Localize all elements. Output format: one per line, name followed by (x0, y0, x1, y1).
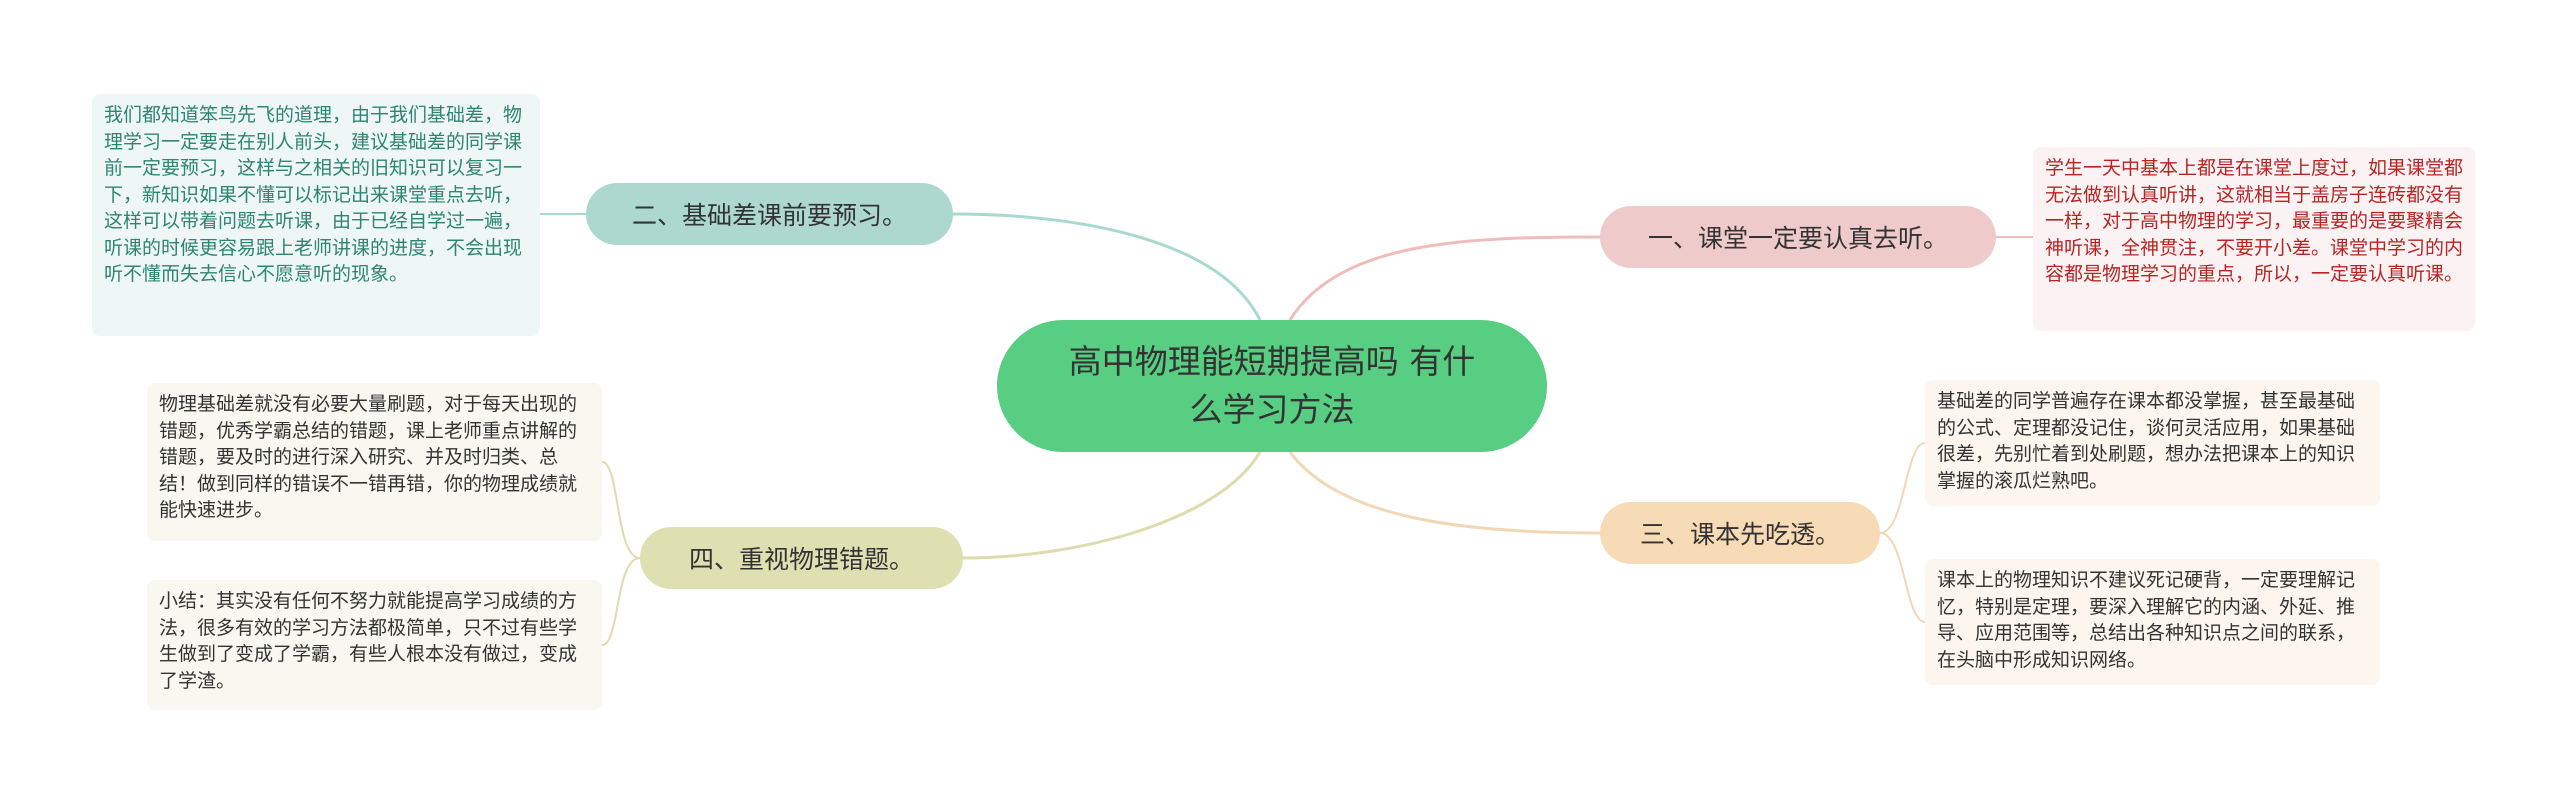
branch-listen-in-class[interactable]: 一、课堂一定要认真去听。 (1600, 206, 1996, 268)
leaf-textbook-note-1[interactable]: 基础差的同学普遍存在课本都没掌握，甚至最基础的公式、定理都没记住，谈何灵活应用，… (1925, 380, 2380, 506)
leaf-mistakes-note-2[interactable]: 小结：其实没有任何不努力就能提高学习成绩的方法，很多有效的学习方法都极简单，只不… (147, 580, 602, 710)
leaf-listen-in-class-note[interactable]: 学生一天中基本上都是在课堂上度过，如果课堂都无法做到认真听讲，这就相当于盖房子连… (2033, 147, 2475, 331)
link-branch-3-leaf-a (1879, 442, 1926, 534)
branch-preview-before-class[interactable]: 二、基础差课前要预习。 (586, 183, 953, 245)
leaf-mistakes-note-1[interactable]: 物理基础差就没有必要大量刷题，对于每天出现的错题，优秀学霸总结的错题，课上老师重… (147, 383, 602, 541)
link-root-branch-2 (952, 212, 1262, 321)
leaf-preview-note[interactable]: 我们都知道笨鸟先飞的道理，由于我们基础差，物理学习一定要走在别人前头，建议基础差… (92, 94, 540, 336)
leaf-textbook-note-2[interactable]: 课本上的物理知识不建议死记硬背，一定要理解记忆，特别是定理，要深入理解它的内涵、… (1925, 559, 2380, 685)
link-branch-4-leaf-b (601, 557, 641, 646)
link-branch-4-leaf-a (601, 461, 641, 559)
link-branch-3-leaf-b (1879, 532, 1926, 623)
link-root-branch-4 (962, 451, 1262, 560)
link-root-branch-1 (1288, 235, 1601, 321)
link-root-branch-3 (1288, 451, 1601, 535)
root-topic[interactable]: 高中物理能短期提高吗 有什么学习方法 (997, 320, 1547, 452)
branch-master-textbook[interactable]: 三、课本先吃透。 (1600, 502, 1880, 564)
branch-review-mistakes[interactable]: 四、重视物理错题。 (640, 527, 963, 589)
